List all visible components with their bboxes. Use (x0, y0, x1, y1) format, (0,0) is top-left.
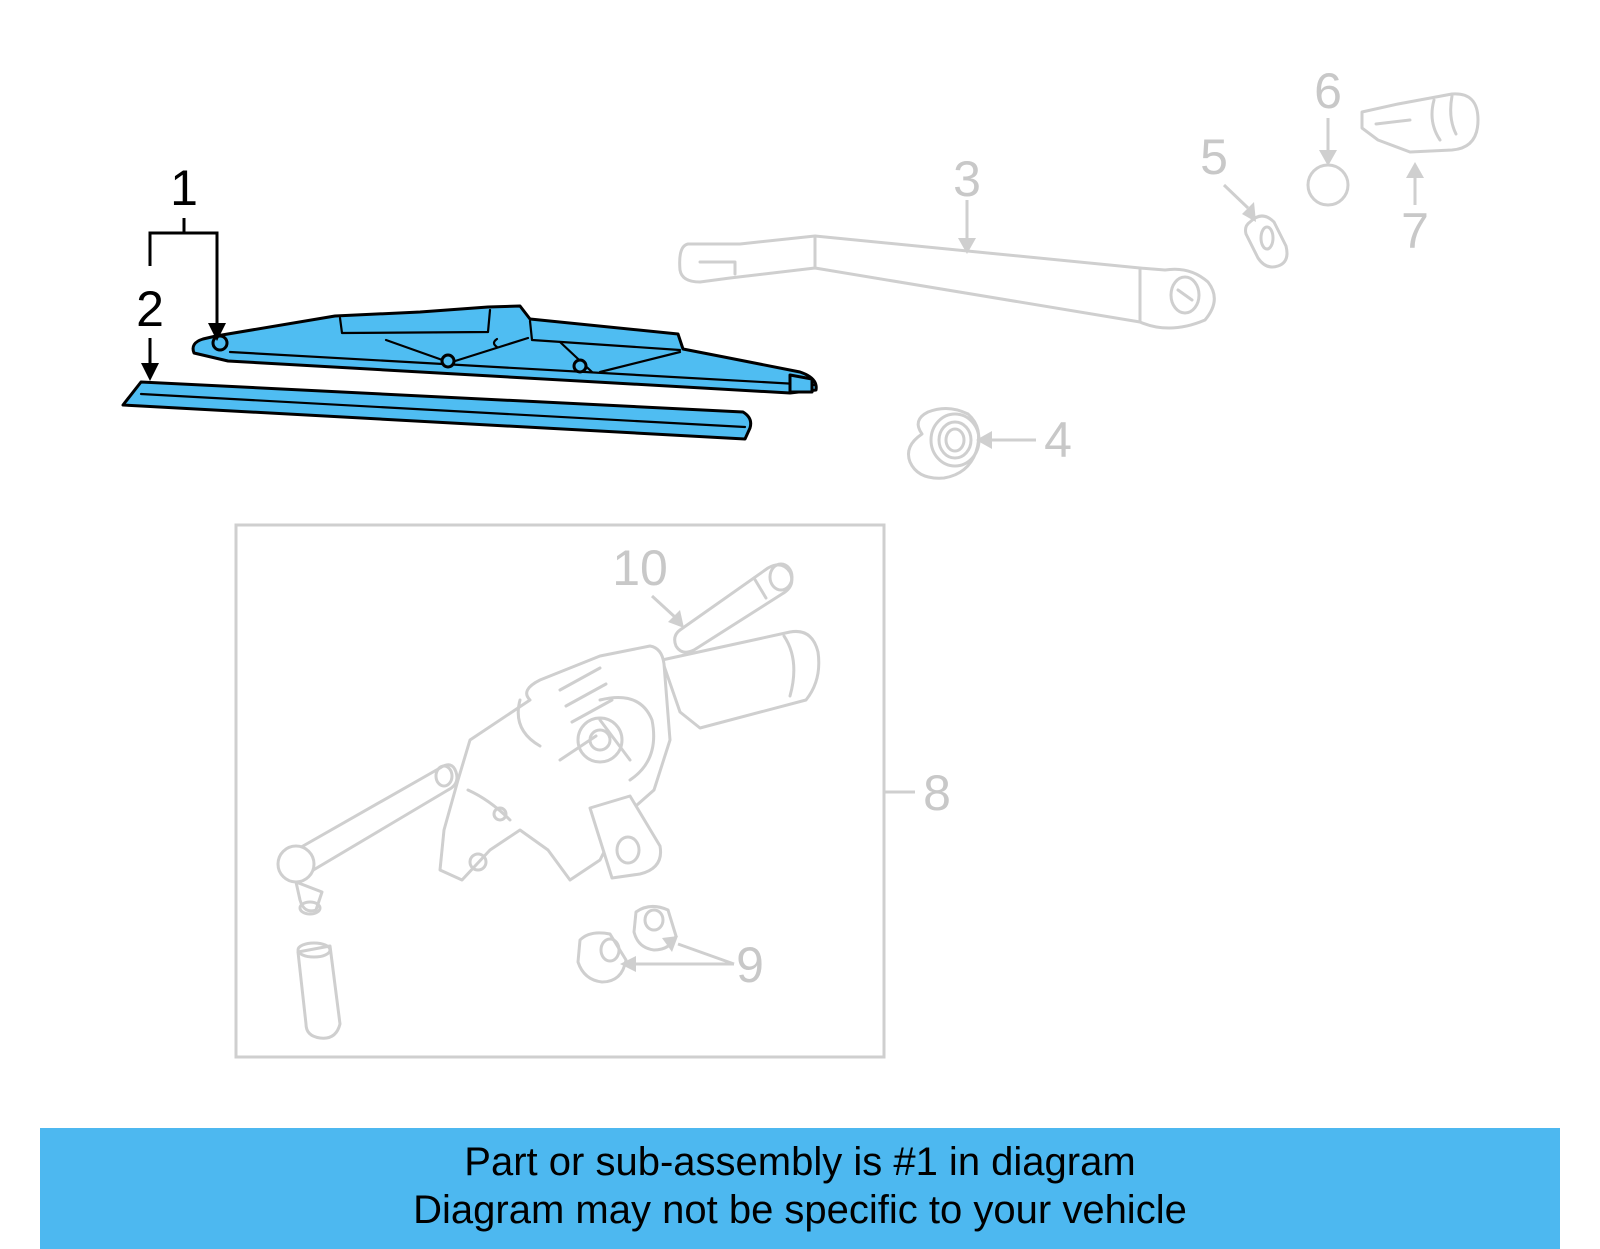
part-7-cover (1360, 92, 1480, 205)
banner-line-1: Part or sub-assembly is #1 in diagram (464, 1140, 1136, 1184)
callout-2: 2 (136, 281, 164, 337)
callout-4: 4 (1044, 412, 1072, 468)
callout-7: 7 (1401, 203, 1429, 259)
callout-6: 6 (1314, 63, 1342, 119)
info-banner: Part or sub-assembly is #1 in diagram Di… (40, 1128, 1560, 1249)
callout-5: 5 (1200, 129, 1228, 185)
callout-9: 9 (736, 937, 764, 993)
wiper-motor-assembly (438, 629, 821, 882)
part-2-blade-refill[interactable] (121, 380, 753, 441)
callout-10: 10 (612, 540, 668, 596)
part-3-wiper-arm (678, 200, 1216, 330)
part-5-cap (1222, 183, 1289, 269)
bushing-sleeve (296, 941, 342, 1040)
callout-1: 1 (170, 160, 198, 216)
callout-3: 3 (953, 151, 981, 207)
banner-line-2: Diagram may not be specific to your vehi… (413, 1188, 1187, 1232)
part-9-bushings (576, 905, 735, 984)
part-4-grommet (907, 407, 1036, 480)
part-1-wiper-blade[interactable] (191, 304, 818, 395)
linkage-rod (276, 763, 459, 916)
part-10-pin (650, 562, 794, 654)
part-6-washer (1306, 118, 1350, 207)
leader-1-2 (141, 218, 226, 381)
callout-8: 8 (923, 765, 951, 821)
